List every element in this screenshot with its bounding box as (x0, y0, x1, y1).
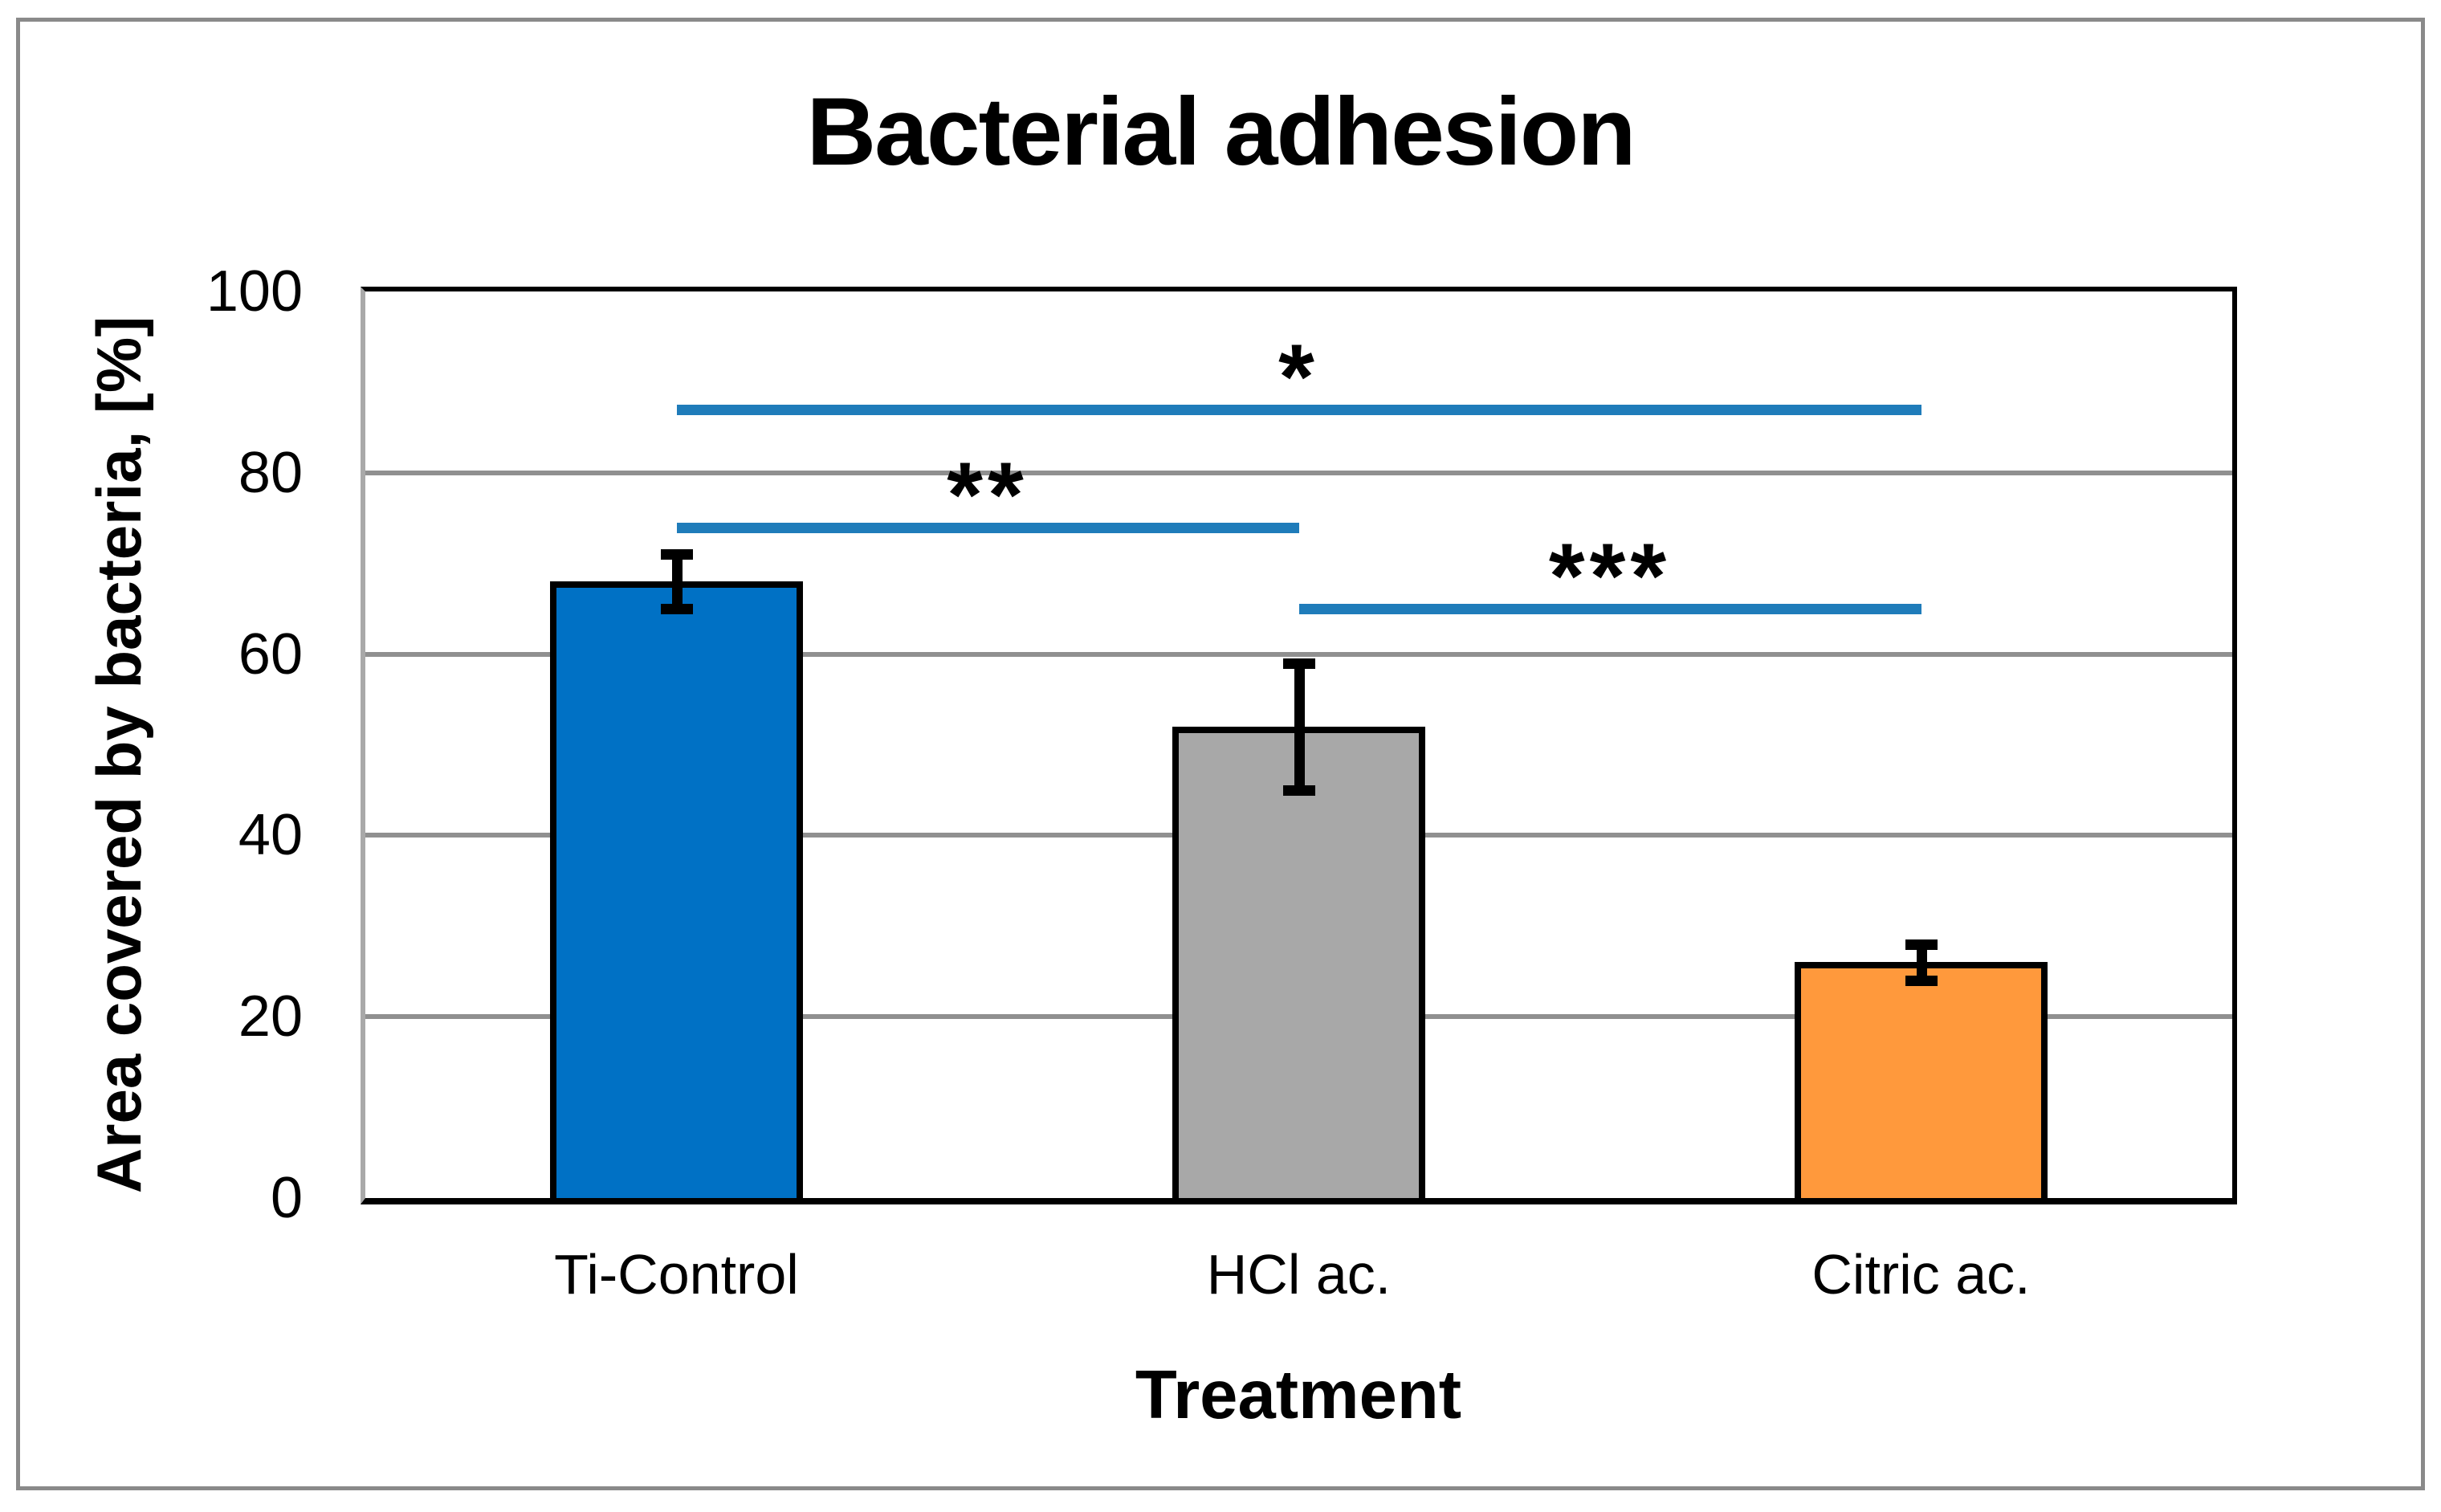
significance-line-ti-control-citric-ac (676, 404, 1921, 415)
error-bar-citric-ac (1916, 943, 1927, 981)
significance-label-ti-control-hcl-ac: ** (947, 443, 1029, 547)
plot-area: ****** (361, 287, 2237, 1204)
error-bar-hcl-ac (1294, 662, 1305, 790)
significance-line-ti-control-hcl-ac (676, 522, 1299, 533)
bar-ti-control (550, 581, 803, 1198)
y-tick-label-80: 80 (238, 440, 303, 505)
y-tick-label-60: 60 (238, 622, 303, 687)
x-axis-title: Treatment (1135, 1357, 1462, 1433)
error-bar-ti-control (671, 554, 683, 609)
significance-line-hcl-ac-citric-ac (1298, 604, 1921, 615)
y-tick-label-20: 20 (238, 984, 303, 1049)
y-tick-label-40: 40 (238, 803, 303, 868)
error-bar-cap-bottom-citric-ac (1905, 976, 1938, 987)
error-bar-cap-bottom-ti-control (660, 604, 693, 615)
error-bar-cap-top-hcl-ac (1282, 658, 1315, 669)
error-bar-cap-top-citric-ac (1905, 939, 1938, 950)
category-label-ti-control: Ti-Control (554, 1243, 799, 1306)
category-label-citric-ac: Citric ac. (1811, 1243, 2031, 1306)
y-tick-label-0: 0 (270, 1166, 303, 1230)
chart-title: Bacterial adhesion (806, 78, 1636, 185)
gridline-80 (365, 470, 2232, 475)
significance-label-hcl-ac-citric-ac: *** (1548, 525, 1672, 629)
figure-border (16, 18, 2425, 1490)
gridline-60 (365, 651, 2232, 657)
significance-label-ti-control-citric-ac: * (1278, 325, 1319, 429)
error-bar-cap-bottom-hcl-ac (1282, 785, 1315, 796)
bar-citric-ac (1795, 962, 2048, 1198)
category-label-hcl-ac: HCl ac. (1206, 1243, 1392, 1306)
bar-hcl-ac (1172, 726, 1425, 1198)
y-tick-label-100: 100 (206, 259, 303, 324)
error-bar-cap-top-ti-control (660, 549, 693, 560)
